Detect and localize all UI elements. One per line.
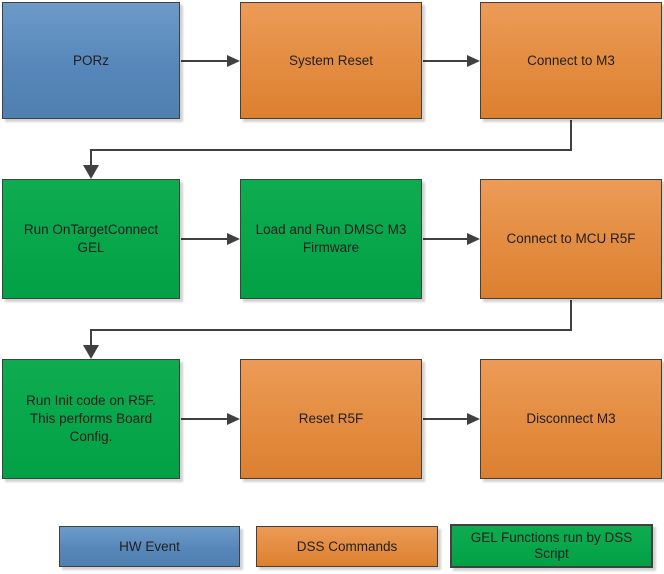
arrow-porz-to-system-reset [181, 55, 240, 67]
arrow-run-init-to-reset-r5f [181, 413, 240, 425]
node-load-run-dmsc-m3-firmware-label: Load and Run DMSC M3 Firmware [255, 222, 407, 255]
node-run-ontargetconnect-gel-label: Run OnTargetConnect GEL [23, 222, 159, 255]
node-connect-to-m3: Connect to M3 [480, 2, 662, 119]
node-connect-to-mcu-r5f-label: Connect to MCU R5F [506, 231, 636, 246]
node-porz-label: PORz [72, 52, 109, 68]
node-run-init-code-r5f: Run Init code on R5F. This performs Boar… [2, 359, 180, 479]
node-connect-to-m3-label: Connect to M3 [527, 52, 615, 68]
legend-gel-functions-label: GEL Functions run by DSS Script [470, 530, 633, 561]
node-disconnect-m3-label: Disconnect M3 [526, 411, 616, 426]
node-connect-to-mcu-r5f: Connect to MCU R5F [480, 179, 662, 299]
legend-dss-commands-label: DSS Commands [296, 538, 398, 554]
node-run-init-code-r5f-label: Run Init code on R5F. This performs Boar… [26, 393, 156, 444]
node-disconnect-m3: Disconnect M3 [480, 359, 662, 479]
elbow-connect-r5f-to-run-init [83, 300, 572, 359]
node-system-reset-label: System Reset [288, 52, 374, 68]
arrow-reset-r5f-to-disconnect-m3 [423, 413, 480, 425]
node-load-run-dmsc-m3-firmware: Load and Run DMSC M3 Firmware [240, 179, 422, 299]
legend-hw-event-label: HW Event [119, 538, 180, 554]
elbow-connect-m3-to-run-gel [83, 120, 572, 179]
arrow-load-firmware-to-connect-r5f [423, 233, 480, 245]
legend-dss-commands: DSS Commands [256, 526, 438, 567]
legend-gel-functions: GEL Functions run by DSS Script [450, 524, 653, 568]
node-run-ontargetconnect-gel: Run OnTargetConnect GEL [2, 179, 180, 299]
legend-hw-event: HW Event [59, 526, 240, 567]
node-porz: PORz [2, 2, 180, 119]
arrow-run-gel-to-load-firmware [181, 233, 240, 245]
node-system-reset: System Reset [240, 2, 422, 119]
arrow-system-reset-to-connect-m3 [423, 55, 480, 67]
node-reset-r5f-label: Reset R5F [298, 411, 364, 426]
node-reset-r5f: Reset R5F [240, 359, 422, 479]
